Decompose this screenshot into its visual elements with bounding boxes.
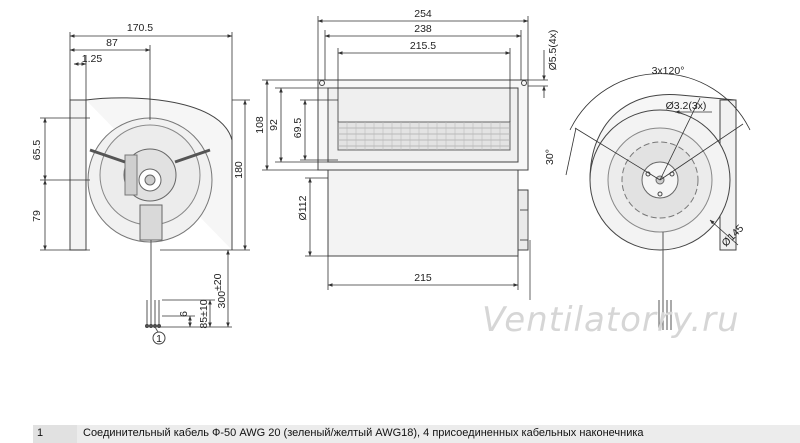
dim-height-108: 108 bbox=[254, 116, 266, 134]
dim-width-bottom: 215 bbox=[414, 272, 432, 284]
dim-hole-diameter-right: Ø3.2(3x) bbox=[666, 100, 707, 112]
dim-height-upper: 65.5 bbox=[31, 140, 43, 161]
callout-number: 1 bbox=[156, 333, 162, 345]
dim-width-flange: 238 bbox=[414, 23, 432, 35]
dim-angle-30: 30° bbox=[544, 149, 556, 165]
left-dimensions bbox=[40, 32, 250, 328]
technical-drawing: 1 170.5 87 1.25 65.5 79 180 300±20 85±10… bbox=[31, 8, 751, 345]
dim-width-inner: 215.5 bbox=[410, 40, 436, 52]
dim-strip-length: 85±10 bbox=[198, 299, 210, 328]
dim-height-total: 180 bbox=[233, 161, 245, 179]
right-dimensions bbox=[565, 73, 751, 246]
dim-angle-spacing: 3x120° bbox=[652, 65, 685, 77]
watermark: Ventilatorry.ru bbox=[482, 300, 740, 340]
housing-lower bbox=[327, 169, 519, 257]
dim-width-total-center: 254 bbox=[414, 8, 432, 20]
dim-end-length: 6 bbox=[178, 311, 190, 317]
impeller bbox=[337, 121, 511, 151]
dim-width-center: 87 bbox=[106, 37, 118, 49]
dim-height-92: 92 bbox=[268, 119, 280, 131]
dim-height-69-5: 69.5 bbox=[292, 118, 304, 139]
center-dimensions bbox=[262, 16, 548, 290]
footnote-number: 1 bbox=[33, 425, 77, 443]
dim-offset: 1.25 bbox=[82, 53, 103, 65]
right-view bbox=[589, 93, 737, 330]
right-cable bbox=[658, 232, 672, 330]
motor-bracket bbox=[89, 148, 211, 164]
dim-cable-length: 300±20 bbox=[212, 273, 228, 308]
left-view bbox=[69, 97, 233, 345]
footnote-text: Соединительный кабель Ф-50 AWG 20 (зелен… bbox=[77, 425, 800, 443]
dim-height-lower: 79 bbox=[31, 210, 43, 222]
dim-diameter-112: Ø112 bbox=[297, 195, 309, 220]
dim-width-total: 170.5 bbox=[127, 22, 153, 34]
callout-circle bbox=[152, 331, 166, 345]
center-view bbox=[317, 79, 531, 300]
cable bbox=[146, 240, 160, 325]
footnote-row: 1 Соединительный кабель Ф-50 AWG 20 (зел… bbox=[33, 425, 800, 443]
dim-hole-diameter: Ø5.5(4x) bbox=[547, 30, 559, 71]
